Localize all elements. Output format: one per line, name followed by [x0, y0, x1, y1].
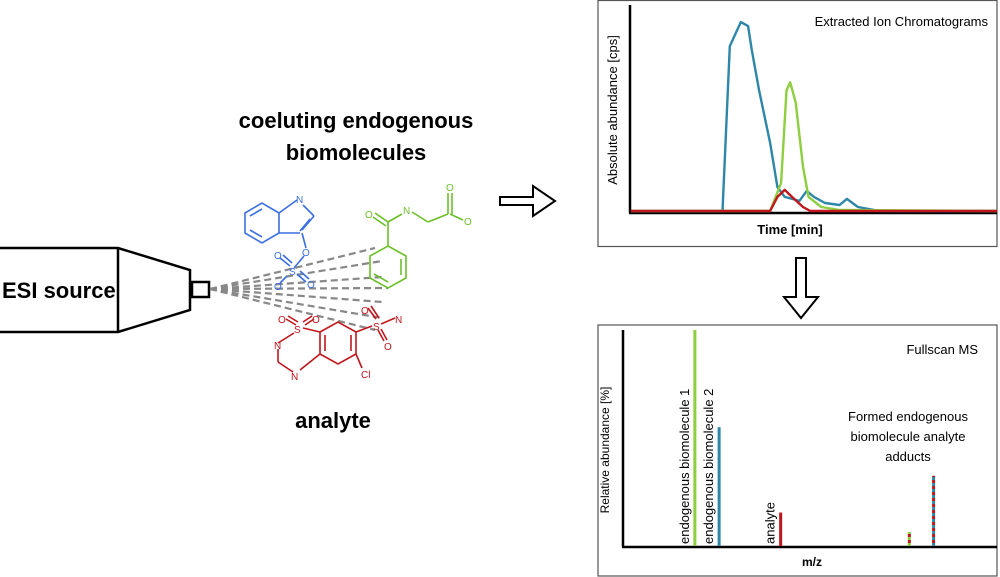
spray-cone [209, 246, 389, 332]
bar-label: endogenous biomolecule 1 [677, 389, 692, 544]
y-axis-label: Absolute abundance [cps] [605, 35, 620, 185]
spectrum-bar-2 [779, 512, 783, 546]
chart-title: Fullscan MS [906, 342, 978, 357]
chart-title: Extracted Ion Chromatograms [815, 14, 989, 29]
atom-label: N [274, 341, 281, 352]
esi-source: ESI source [0, 246, 211, 334]
series-line-1 [631, 81, 998, 213]
adduct-annotation-line2: biomolecule analyte [851, 429, 966, 444]
atom-label: O [365, 210, 373, 221]
atom-label: O [278, 315, 286, 326]
series-line-2 [631, 188, 997, 213]
atom-label: N [296, 195, 303, 206]
atom-label: O [274, 251, 282, 262]
atom-label: O [384, 342, 392, 353]
atom-label: S [294, 325, 301, 336]
mass-spectrum-panel: Fullscan MS m/z Relative abundance [%] F… [597, 324, 998, 577]
atom-label: S [373, 322, 380, 333]
atom-label: O [464, 217, 472, 228]
atom-label: N [291, 372, 298, 383]
atom-label: O [274, 282, 282, 293]
analyte-heading: analyte [295, 408, 371, 433]
hippuric-acid-molecule [369, 193, 464, 289]
atom-label: S [289, 267, 296, 278]
esi-source-label: ESI source [2, 278, 116, 303]
biomolecule-heading-line2: biomolecules [286, 140, 427, 165]
x-axis-label: Time [min] [757, 222, 823, 237]
atom-label: O [307, 280, 315, 291]
series-line-0 [631, 20, 997, 213]
y-axis-label: Relative abundance [%] [598, 387, 612, 514]
spectrum-bar-0 [693, 330, 697, 546]
atom-label: O [302, 248, 310, 259]
bar-label: analyte [763, 502, 778, 544]
x-axis-label: m/z [802, 555, 822, 569]
atom-label: Cl [361, 370, 370, 381]
bar-label: endogenous biomolecule 2 [701, 389, 716, 544]
down-arrow-icon [781, 257, 821, 320]
atom-label: N [403, 206, 410, 217]
spectrum-bar-4 [932, 475, 936, 546]
adduct-annotation-line1: Formed endogenous [848, 409, 968, 424]
spectrum-bar-1 [717, 427, 721, 546]
atom-label: N [395, 315, 402, 326]
atom-label: O [361, 306, 369, 317]
right-arrow-icon [499, 184, 557, 218]
indoxyl-sulfate-molecule [244, 199, 315, 284]
esi-nozzle [190, 280, 211, 299]
hydrochlorothiazide-molecule [277, 305, 396, 373]
atom-label: O [312, 315, 320, 326]
adduct-annotation-line3: adducts [885, 449, 931, 464]
chromatogram-panel: Extracted Ion Chromatograms Time [min] A… [597, 0, 998, 248]
spectrum-bar-3 [907, 531, 911, 546]
atom-label: O [446, 183, 454, 194]
biomolecule-heading-line1: coeluting endogenous [239, 108, 474, 133]
